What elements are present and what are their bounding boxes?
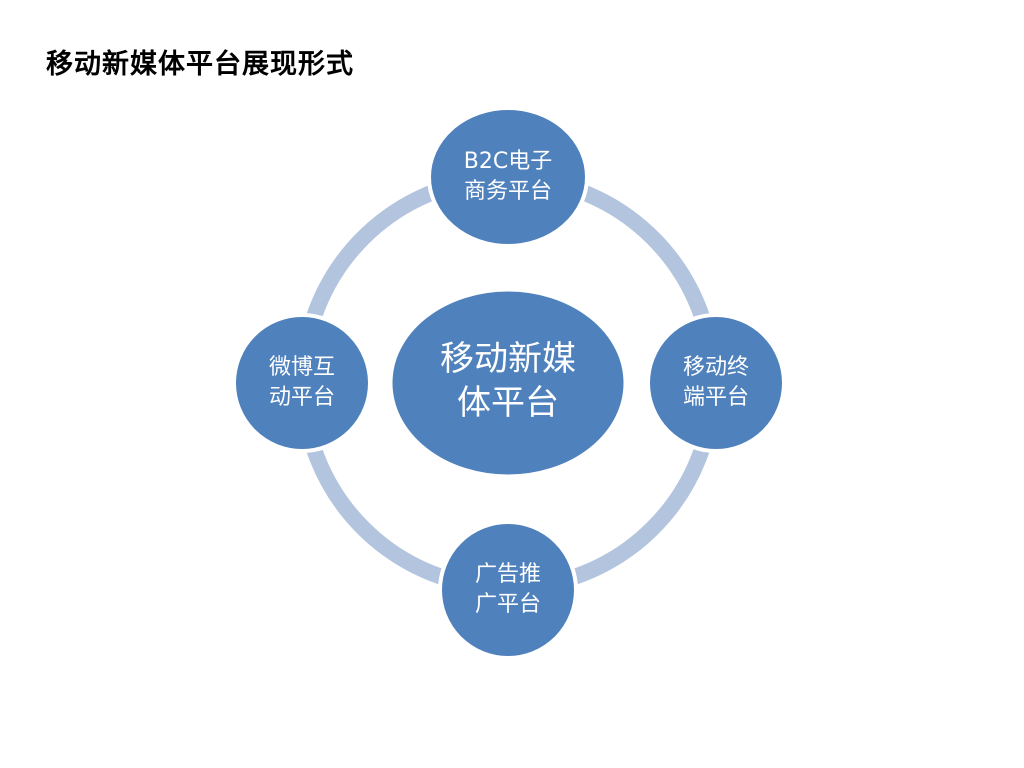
center-node-line-2: 体平台 xyxy=(457,383,559,423)
node-right-line-2: 端平台 xyxy=(683,385,749,410)
node-right-line-1: 移动终 xyxy=(683,355,749,380)
node-right xyxy=(646,313,786,453)
node-bottom-line-2: 广平台 xyxy=(475,592,541,617)
node-top-line-1: B2C电子 xyxy=(464,149,552,174)
node-top xyxy=(427,106,589,248)
center-node xyxy=(389,288,627,478)
node-left-line-1: 微博互 xyxy=(269,355,335,380)
center-node-line-1: 移动新媒 xyxy=(440,339,576,379)
node-bottom xyxy=(438,520,578,660)
node-left-line-2: 动平台 xyxy=(269,385,335,410)
node-bottom-line-1: 广告推 xyxy=(475,562,541,587)
node-left xyxy=(232,313,372,453)
node-top-line-2: 商务平台 xyxy=(464,179,552,204)
page-title: 移动新媒体平台展现形式 xyxy=(46,49,354,80)
